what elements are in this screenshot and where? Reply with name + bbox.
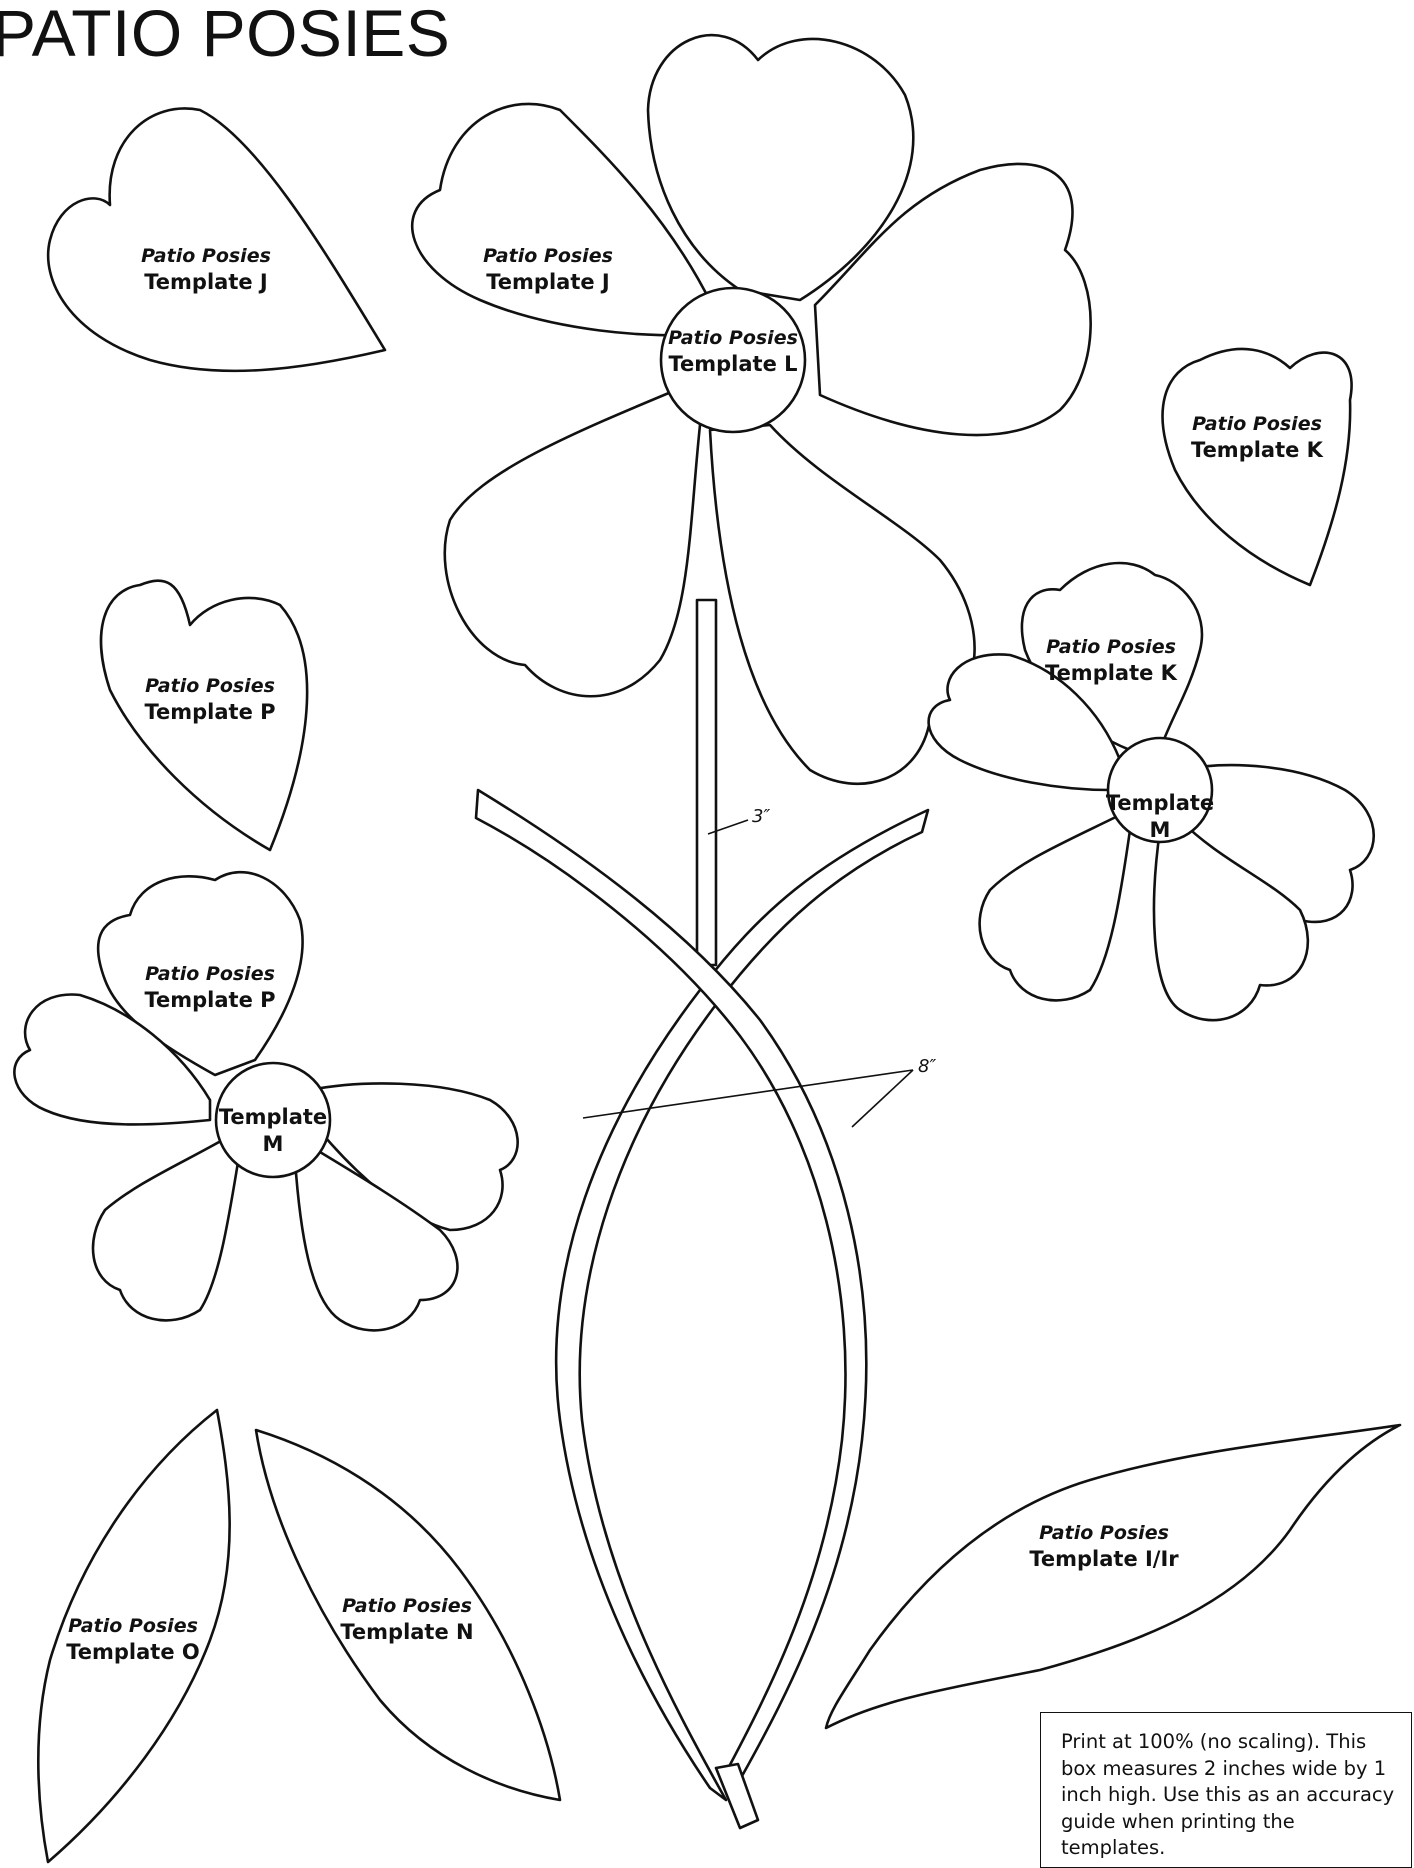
stem-right-curve <box>554 808 930 1802</box>
svg-text:Template J: Template J <box>486 270 609 294</box>
template-j-shape <box>46 107 387 373</box>
big-flower <box>411 33 1092 786</box>
svg-text:Template P: Template P <box>144 988 275 1012</box>
svg-text:Patio Posies: Patio Posies <box>141 245 271 267</box>
svg-text:Patio Posies: Patio Posies <box>1046 636 1176 658</box>
template-k-shape <box>1161 347 1353 587</box>
lf-petal-lower-right <box>293 1138 459 1332</box>
label-k-single: Patio Posies Template K <box>1191 413 1324 462</box>
label-m-left: Template M <box>219 1105 327 1156</box>
label-n: Patio Posies Template N <box>340 1595 473 1644</box>
left-flower <box>13 870 519 1332</box>
label-j-flower: Patio Posies Template J <box>483 245 613 294</box>
rf-petal-lower-right <box>1152 818 1310 1022</box>
svg-text:Template N: Template N <box>340 1620 473 1644</box>
stems <box>474 598 930 1830</box>
flower-center-M-right <box>1106 736 1214 844</box>
svg-text:Patio Posies: Patio Posies <box>68 1615 198 1637</box>
flower-center-M-left <box>214 1061 332 1179</box>
svg-text:Template J: Template J <box>144 270 267 294</box>
svg-text:Patio Posies: Patio Posies <box>483 245 613 267</box>
svg-text:Patio Posies: Patio Posies <box>145 963 275 985</box>
label-i: Patio Posies Template I/Ir <box>1029 1522 1179 1571</box>
petal-lower-left <box>443 378 702 698</box>
stem-short <box>695 598 718 967</box>
petal-upper-right <box>813 162 1092 437</box>
rf-petal-left <box>927 653 1122 792</box>
svg-text:Template L: Template L <box>668 352 797 376</box>
label-p-flower: Patio Posies Template P <box>144 963 275 1012</box>
template-p-shape <box>99 579 309 852</box>
template-n-shape <box>254 1428 562 1802</box>
label-o: Patio Posies Template O <box>66 1615 200 1664</box>
svg-text:Patio Posies: Patio Posies <box>145 675 275 697</box>
measure-long-stem: 8″ <box>918 1056 936 1077</box>
svg-text:Template I/Ir: Template I/Ir <box>1029 1547 1179 1571</box>
svg-text:Template: Template <box>1106 791 1214 815</box>
measure-lines <box>582 819 914 1128</box>
lf-petal-top <box>96 870 304 1077</box>
svg-text:Template K: Template K <box>1191 438 1324 462</box>
svg-text:Patio Posies: Patio Posies <box>668 327 798 349</box>
template-i-shape <box>824 1423 1402 1730</box>
flower-center-L <box>659 286 807 434</box>
label-m-right: Template M <box>1106 791 1214 842</box>
svg-text:Patio Posies: Patio Posies <box>1192 413 1322 435</box>
label-p-single: Patio Posies Template P <box>144 675 275 724</box>
stem-left-curve <box>474 788 868 1785</box>
svg-text:Patio Posies: Patio Posies <box>342 1595 472 1617</box>
svg-text:M: M <box>263 1132 284 1156</box>
label-k-flower: Patio Posies Template K <box>1045 636 1178 685</box>
measure-short-stem: 3″ <box>752 806 770 827</box>
svg-text:Template P: Template P <box>144 700 275 724</box>
right-flower <box>927 561 1376 1022</box>
petal-top <box>646 33 915 302</box>
petal-lower-right <box>708 423 976 786</box>
page-title: PATIO POSIES <box>0 0 451 70</box>
print-accuracy-note: Print at 100% (no scaling). This box mea… <box>1040 1712 1412 1868</box>
lf-petal-left <box>13 993 212 1126</box>
lf-petal-lower-left <box>91 1128 242 1322</box>
svg-text:Patio Posies: Patio Posies <box>1039 1522 1169 1544</box>
stem-bottom <box>714 1762 760 1830</box>
svg-text:Template: Template <box>219 1105 327 1129</box>
template-o-shape <box>37 1408 231 1864</box>
rf-petal-lower-left <box>978 808 1132 1002</box>
petal-upper-left <box>411 102 714 337</box>
label-j-single: Patio Posies Template J <box>141 245 271 294</box>
svg-text:M: M <box>1150 818 1171 842</box>
label-l: Patio Posies Template L <box>668 327 798 376</box>
svg-text:Template O: Template O <box>66 1640 200 1664</box>
svg-text:Template K: Template K <box>1045 661 1178 685</box>
